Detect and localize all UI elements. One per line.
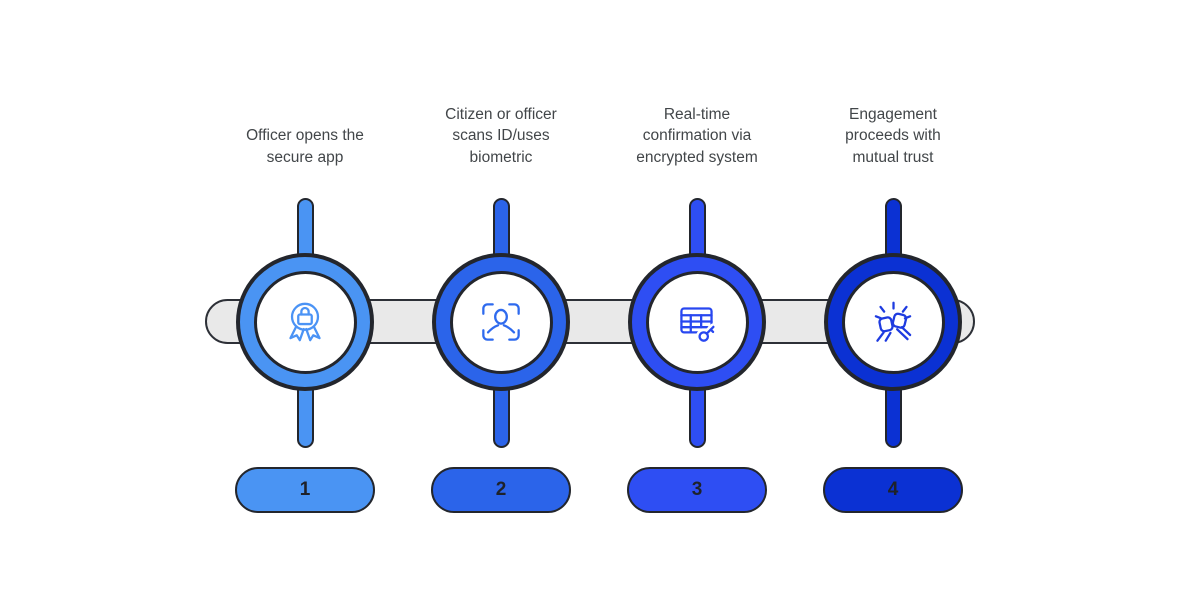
label-line: biometric bbox=[469, 148, 533, 166]
step-3-label: Real-time confirmation via encrypted sys… bbox=[605, 0, 789, 168]
label-line: mutual trust bbox=[852, 148, 934, 166]
label-line: encrypted system bbox=[636, 148, 758, 166]
label-line: Engagement bbox=[849, 105, 937, 123]
step-2-node-inner bbox=[449, 270, 553, 374]
label-line: Real-time bbox=[663, 105, 731, 123]
step-4-label: Engagement proceeds with mutual trust bbox=[801, 0, 985, 168]
step-2-label: Citizen or officer scans ID/uses biometr… bbox=[409, 0, 593, 168]
step-2-number-pill: 2 bbox=[431, 467, 571, 513]
step-1: Officer opens the secure app bbox=[207, 0, 403, 600]
step-4: Engagement proceeds with mutual trust bbox=[795, 0, 991, 600]
award-lock-icon bbox=[289, 302, 321, 342]
step-2: Citizen or officer scans ID/uses biometr… bbox=[403, 0, 599, 600]
face-scan-icon bbox=[482, 303, 520, 341]
fist-bump-icon bbox=[874, 301, 912, 342]
step-1-node-inner bbox=[253, 270, 357, 374]
step-3-number-pill: 3 bbox=[627, 467, 767, 513]
step-3-node bbox=[628, 253, 766, 391]
step-4-node bbox=[824, 253, 962, 391]
label-line: confirmation via bbox=[642, 127, 752, 144]
step-1-number-pill: 1 bbox=[235, 467, 375, 513]
step-number: 3 bbox=[691, 479, 703, 500]
steps-row: Officer opens the secure app bbox=[207, 0, 991, 600]
step-4-node-inner bbox=[841, 270, 945, 374]
step-number: 1 bbox=[299, 479, 311, 500]
step-1-node bbox=[236, 253, 374, 391]
step-3: Real-time confirmation via encrypted sys… bbox=[599, 0, 795, 600]
step-2-node bbox=[432, 253, 570, 391]
label-line: secure app bbox=[266, 148, 344, 166]
step-1-label: Officer opens the secure app bbox=[213, 0, 397, 168]
label-line: scans ID/uses bbox=[452, 127, 550, 144]
step-number: 4 bbox=[887, 479, 899, 500]
step-number: 2 bbox=[495, 479, 507, 500]
label-line: Citizen or officer bbox=[445, 105, 557, 123]
step-4-number-pill: 4 bbox=[823, 467, 963, 513]
encrypted-table-key-icon bbox=[680, 307, 718, 345]
label-line: proceeds with bbox=[845, 127, 941, 144]
label-line: Officer opens the bbox=[246, 127, 364, 144]
step-3-node-inner bbox=[645, 270, 749, 374]
